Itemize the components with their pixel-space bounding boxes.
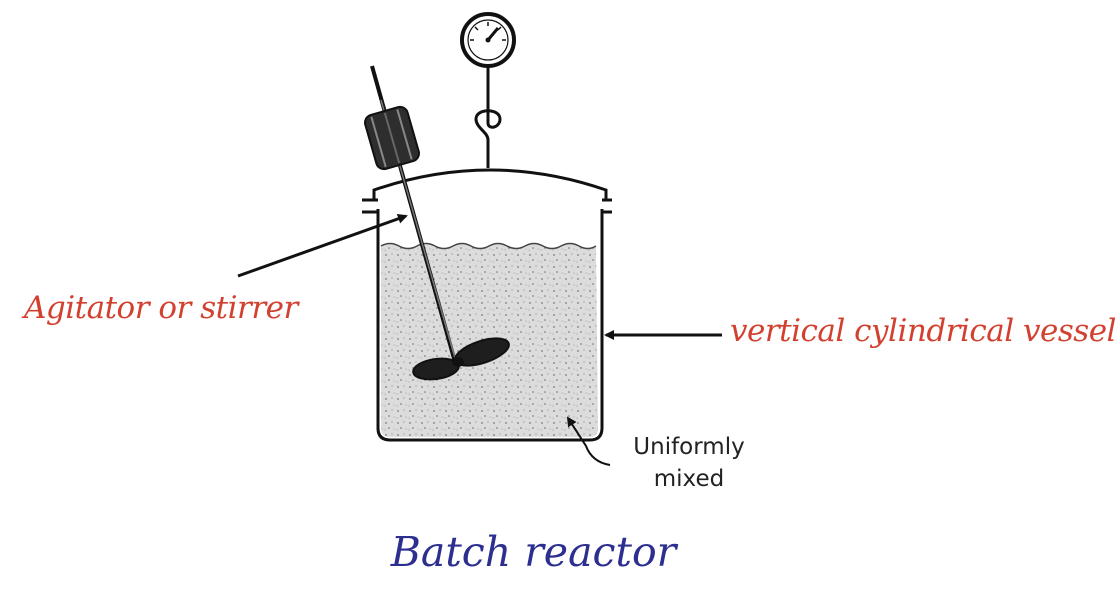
- agitator-icon: [364, 65, 510, 381]
- agitator-label: Agitator or stirrer: [24, 290, 298, 326]
- mixed-pointer-arrow: [566, 416, 611, 466]
- agitator-pointer-arrow: [237, 213, 408, 278]
- uniformly-mixed-label: Uniformly mixed: [633, 434, 745, 492]
- diagram-caption: Batch reactor: [390, 528, 677, 576]
- vessel-lid: [372, 168, 608, 200]
- pressure-gauge-icon: [460, 12, 516, 168]
- vessel-label: vertical cylindrical vessel: [730, 313, 1116, 349]
